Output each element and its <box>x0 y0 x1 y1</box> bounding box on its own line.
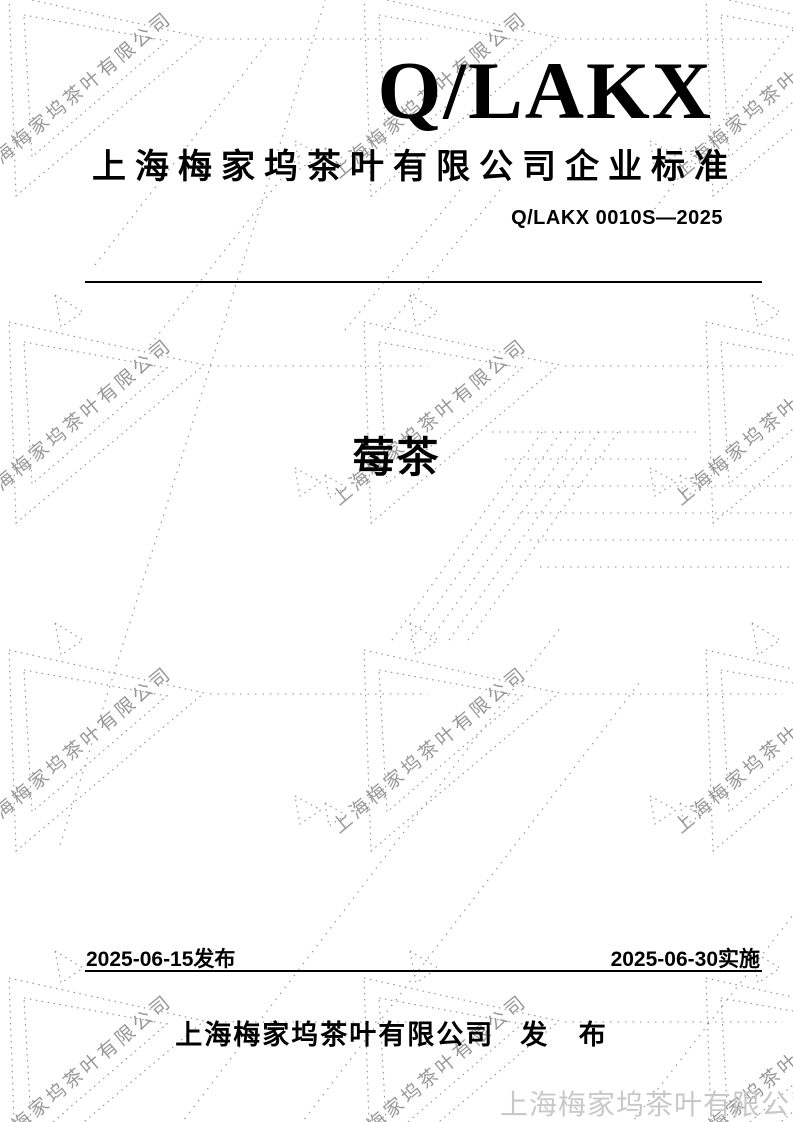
dates-row: 2025-06-15发布 2025-06-30实施 <box>86 943 760 973</box>
implement-date-label: 实施 <box>718 948 760 971</box>
dotted-lines <box>59 0 793 1122</box>
standard-number: Q/LAKX 0010S—2025 <box>511 207 723 229</box>
publisher-line: 上海梅家坞茶叶有限公司 发 布 <box>0 1013 793 1052</box>
release-date-label: 发布 <box>193 948 236 971</box>
header-rule <box>85 281 762 283</box>
release-date: 2025-06-15发布 <box>86 943 235 973</box>
document-title: 莓茶 <box>352 434 441 481</box>
implement-date-value: 2025-06-30 <box>610 948 718 971</box>
standard-code: Q/LAKX <box>377 45 713 136</box>
implement-date: 2025-06-30实施 <box>611 943 760 973</box>
org-title: 上海梅家坞茶叶有限公司企业标准 <box>92 148 737 186</box>
release-date-value: 2025-06-15 <box>86 948 194 971</box>
footer-rule <box>85 970 762 972</box>
corner-watermark: 上海梅家坞茶叶有限公司 <box>500 1089 793 1120</box>
publish-label: 发 布 <box>520 1020 618 1050</box>
publisher-name: 上海梅家坞茶叶有限公司 <box>175 1020 495 1050</box>
